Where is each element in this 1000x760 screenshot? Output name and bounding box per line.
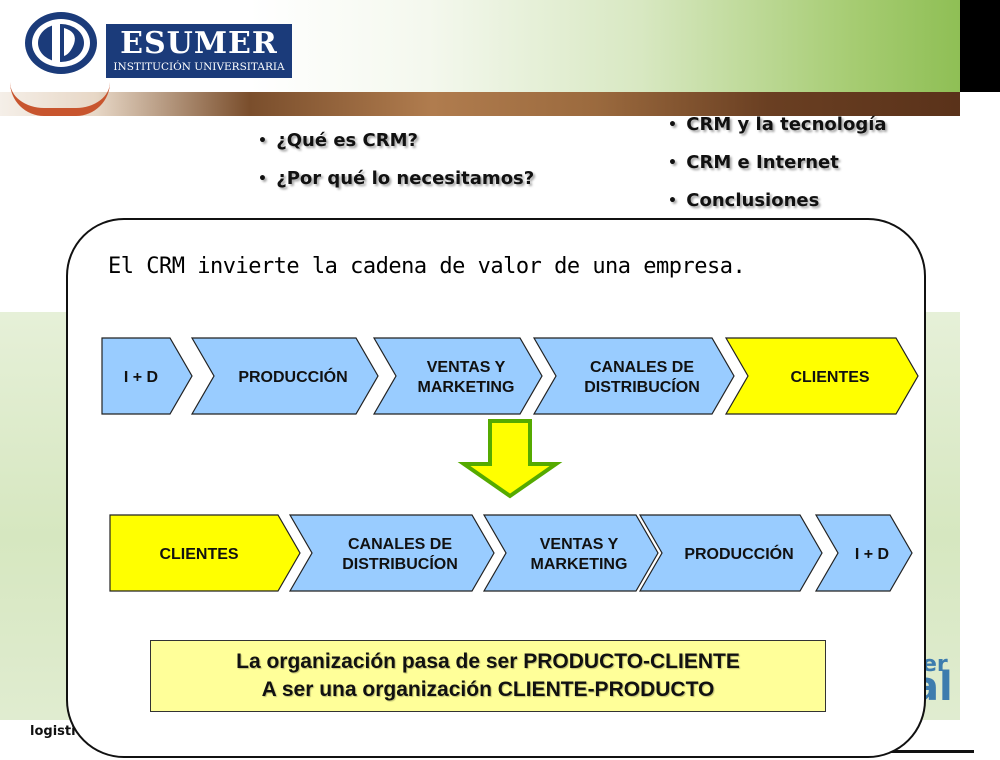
logo-name-box: ESUMER INSTITUCIÓN UNIVERSITARIA — [106, 24, 292, 78]
agenda-item: • ¿Por qué lo necesitamos? — [258, 166, 534, 204]
chain-bottom-chevron-label: I + D — [855, 546, 889, 563]
chain-bottom-chevron-label: CLIENTES — [159, 546, 238, 563]
chain-top-chevron-label: CLIENTES — [790, 369, 869, 386]
agenda-item-label: CRM y la tecnología — [686, 114, 887, 135]
down-arrow-icon — [457, 419, 563, 499]
chain-bottom-chevron — [482, 514, 659, 592]
chain-top-chevron-label: I + D — [124, 369, 158, 386]
logo-subtitle: INSTITUCIÓN UNIVERSITARIA — [113, 61, 285, 73]
header-photo-band — [0, 92, 960, 116]
agenda-list-left: • ¿Qué es CRM? • ¿Por qué lo necesitamos… — [258, 128, 534, 204]
esumer-emblem-icon — [25, 12, 97, 74]
summary-line: A ser una organización CLIENTE-PRODUCTO — [261, 678, 715, 701]
chain-top-chevron — [532, 337, 735, 415]
bullet-icon: • — [668, 193, 677, 209]
agenda-item-label: ¿Qué es CRM? — [276, 130, 418, 151]
chain-top-chevron — [724, 337, 919, 415]
agenda-list-right: • CRM y la tecnología • CRM e Internet •… — [668, 112, 887, 226]
agenda-item: • Conclusiones — [668, 188, 887, 226]
bullet-icon: • — [668, 155, 677, 171]
chain-top-chevron — [372, 337, 543, 415]
chain-bottom-chevron-label: PRODUCCIÓN — [684, 544, 793, 563]
value-chain-card: El CRM invierte la cadena de valor de un… — [66, 218, 926, 758]
agenda-item: • ¿Qué es CRM? — [258, 128, 534, 166]
header-black-block — [960, 0, 1000, 92]
card-title: El CRM invierte la cadena de valor de un… — [108, 254, 746, 279]
chain-top-chevron-label: PRODUCCIÓN — [238, 367, 347, 386]
logo-swoosh — [10, 82, 110, 116]
bullet-icon: • — [258, 171, 267, 187]
esumer-logo: ESUMER INSTITUCIÓN UNIVERSITARIA — [22, 10, 292, 78]
agenda-item-label: CRM e Internet — [686, 152, 839, 173]
agenda-item-label: Conclusiones — [686, 190, 820, 211]
summary-line: La organización pasa de ser PRODUCTO-CLI… — [236, 650, 740, 673]
background-text-fragment: er — [922, 652, 948, 677]
chain-bottom-chevron — [109, 514, 301, 592]
summary-box: La organización pasa de ser PRODUCTO-CLI… — [150, 640, 826, 712]
bullet-icon: • — [668, 117, 677, 133]
chain-bottom-chevron — [638, 514, 823, 592]
divider — [862, 750, 974, 753]
header-banner — [250, 0, 960, 92]
bullet-icon: • — [258, 133, 267, 149]
agenda-item-label: ¿Por qué lo necesitamos? — [276, 168, 535, 189]
agenda-item: • CRM y la tecnología — [668, 112, 887, 150]
chain-bottom-chevron — [288, 514, 495, 592]
logo-name: ESUMER — [120, 26, 278, 61]
chain-top-chevron — [101, 337, 193, 415]
agenda-item: • CRM e Internet — [668, 150, 887, 188]
chain-top-chevron — [190, 337, 379, 415]
chain-bottom-chevron — [814, 514, 913, 592]
